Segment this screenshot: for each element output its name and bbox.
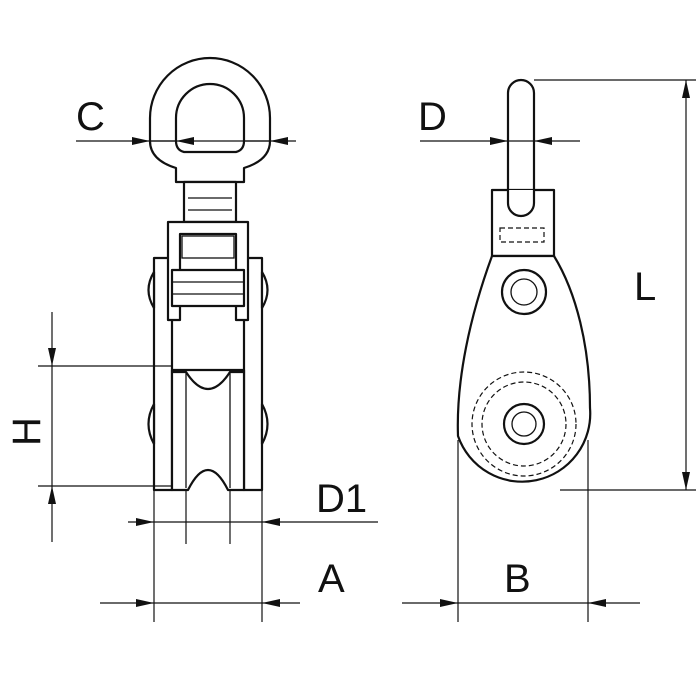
side-view bbox=[456, 78, 592, 483]
swivel-eye-inner bbox=[174, 82, 246, 154]
sheave-hidden-outline bbox=[481, 381, 567, 467]
swivel-neck bbox=[182, 180, 238, 224]
lower-bolt bbox=[502, 402, 546, 446]
label-d: D bbox=[418, 95, 447, 139]
dimension-labels: C D L H D1 A B bbox=[5, 95, 656, 601]
label-d1: D1 bbox=[316, 477, 367, 521]
label-l: L bbox=[634, 265, 656, 309]
label-b: B bbox=[504, 557, 531, 601]
label-a: A bbox=[318, 557, 345, 601]
cheek-plate bbox=[456, 254, 592, 483]
upper-axle bbox=[170, 268, 246, 308]
label-h: H bbox=[5, 417, 49, 446]
front-view bbox=[147, 56, 272, 492]
label-c: C bbox=[76, 95, 105, 139]
sheave bbox=[170, 368, 246, 492]
dimension-lines bbox=[38, 79, 696, 622]
upper-bolt bbox=[500, 268, 548, 316]
u-bracket bbox=[166, 220, 250, 322]
